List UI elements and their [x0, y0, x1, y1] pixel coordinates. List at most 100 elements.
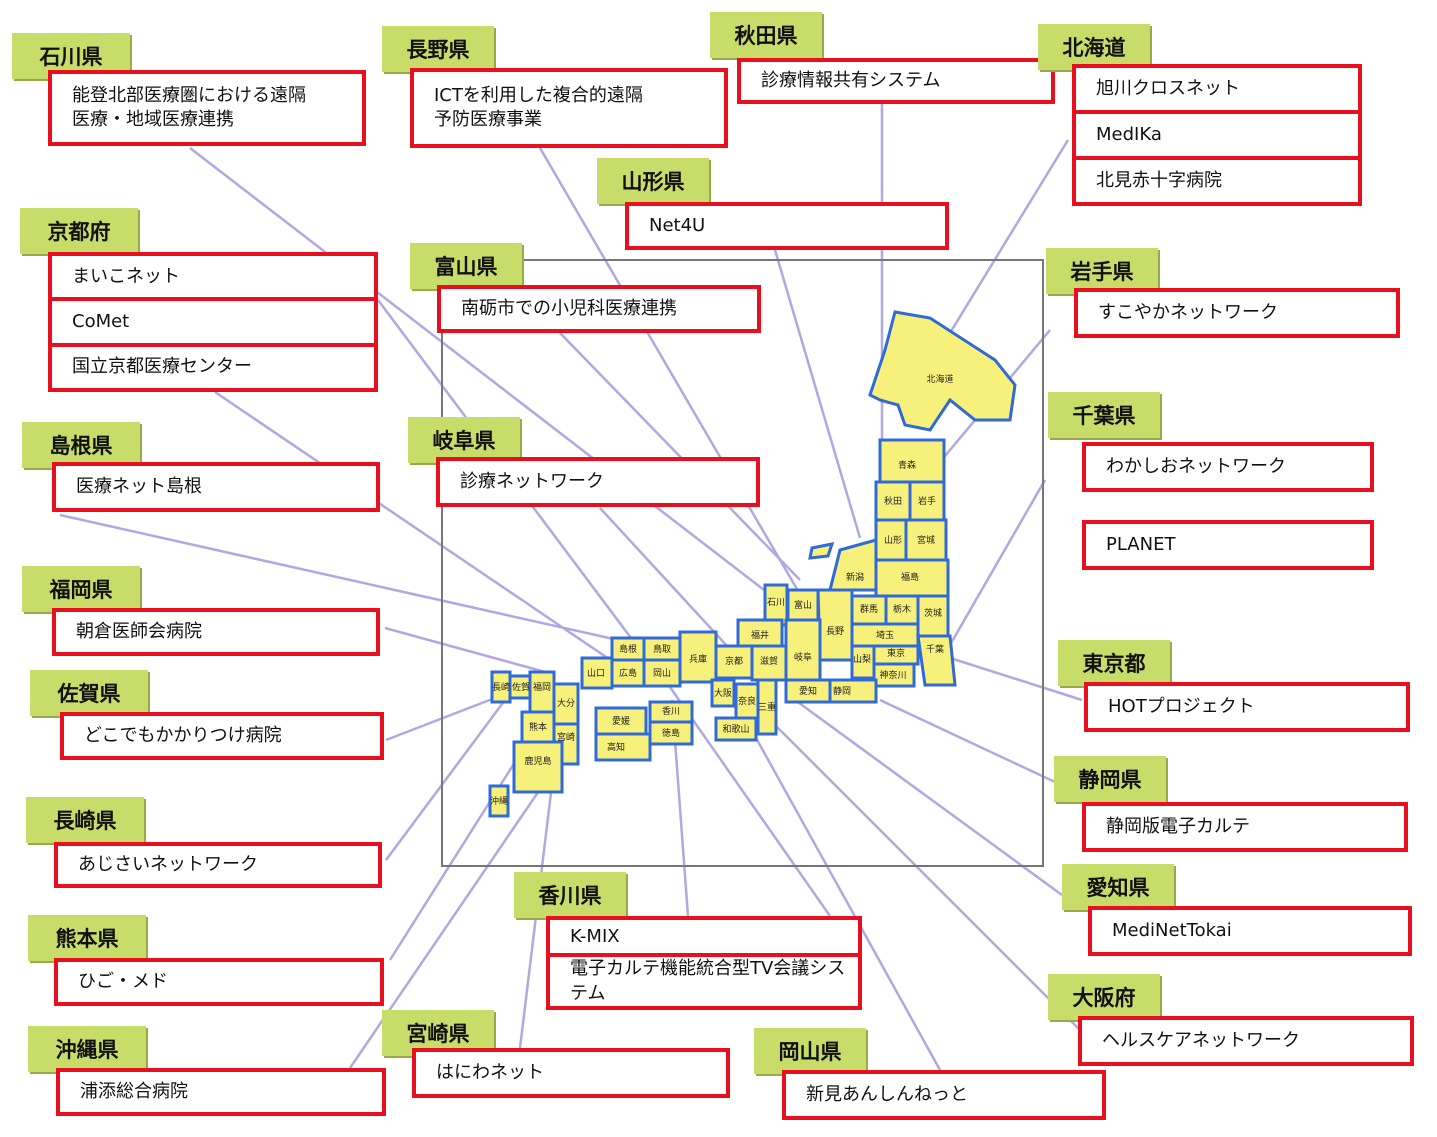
yamaguchi-shape: [580, 656, 614, 690]
region-tag-yamagata: 山形県: [597, 158, 709, 204]
leader-line: [739, 689, 1081, 1031]
project-box-saga: どこでもかかりつけ病院: [60, 712, 384, 760]
region-tag-aichi: 愛知県: [1062, 864, 1174, 910]
project-box-nagano: ICTを利用した複合的遠隔 予防医療事業: [410, 68, 728, 148]
project-box-chiba: わかしおネットワーク: [1082, 442, 1374, 492]
leader-line: [59, 513, 619, 642]
project-name: 北見赤十字病院: [1076, 156, 1358, 202]
map-label-kumamoto: 熊本: [529, 721, 547, 733]
okayama-shape: [642, 658, 682, 688]
project-box-yamagata: Net4U: [625, 202, 949, 250]
region-tag-kyoto: 京都府: [20, 208, 138, 254]
mie-shape: [756, 678, 778, 736]
map-label-miyazaki: 宮崎: [557, 731, 575, 743]
map-label-tochigi: 栃木: [893, 603, 911, 615]
project-name: MedIKa: [1076, 110, 1358, 156]
map-label-okayama: 岡山: [653, 668, 671, 679]
map-label-aichi: 愛知: [799, 685, 817, 697]
map-label-nagasaki: 長崎: [492, 681, 510, 693]
project-name: 医療ネット島根: [76, 475, 202, 497]
map-label-hyogo: 兵庫: [689, 653, 707, 665]
map-label-ishikawa: 石川: [767, 598, 785, 608]
project-box-ishikawa: 能登北部医療圏における遠隔 医療・地域医療連携: [48, 70, 366, 146]
map-label-ibaraki: 茨城: [924, 607, 942, 619]
project-box-kumamoto: ひご・メド: [54, 958, 384, 1006]
map-label-tottori: 鳥取: [653, 643, 671, 655]
project-box-iwate: すこやかネットワーク: [1074, 288, 1400, 338]
map-label-okinawa: 沖縄: [490, 795, 508, 807]
project-name: 電子カルテ機能統合型TV会議システム: [550, 953, 858, 1006]
leader-line: [794, 698, 1063, 897]
project-name: 静岡版電子カルテ: [1106, 815, 1250, 837]
osaka-shape: [710, 678, 736, 708]
project-name: どこでもかかりつけ病院: [84, 724, 282, 746]
leader-line: [384, 626, 546, 674]
project-name: MediNetTokai: [1112, 919, 1232, 941]
chiba-shape: [916, 634, 957, 687]
region-tag-fukuoka: 福岡県: [22, 566, 140, 612]
project-box-chiba: PLANET: [1082, 520, 1374, 570]
region-tag-chiba: 千葉県: [1048, 392, 1160, 438]
map-label-nagano: 長野: [826, 626, 844, 637]
sado-shape: [808, 542, 835, 560]
map-label-fukushima: 福島: [901, 571, 919, 583]
map-label-mie: 三重: [758, 701, 776, 713]
project-name: はにわネット: [436, 1061, 544, 1083]
leader-line: [948, 479, 1047, 646]
map-label-kochi: 高知: [607, 741, 625, 753]
project-box-miyazaki: はにわネット: [412, 1048, 730, 1098]
map-label-saitama: 埼玉: [876, 629, 894, 641]
region-tag-okinawa: 沖縄県: [28, 1026, 146, 1072]
map-label-aomori: 青森: [898, 459, 916, 471]
project-name: 国立京都医療センター: [52, 342, 374, 388]
nagasaki-shape: [490, 670, 512, 704]
kagoshima-shape: [512, 740, 564, 794]
project-box-gifu: 診療ネットワーク: [436, 457, 760, 507]
map-label-shimane: 島根: [619, 643, 637, 655]
map-label-tokyo: 東京: [887, 647, 905, 659]
leader-line: [559, 332, 801, 581]
map-label-saga: 佐賀: [512, 681, 530, 693]
project-name: 新見あんしんねっと: [806, 1083, 968, 1105]
project-box-toyama: 南砺市での小児科医療連携: [437, 285, 761, 333]
kochi-shape: [594, 732, 652, 762]
project-box-shizuoka: 静岡版電子カルテ: [1082, 802, 1408, 852]
tokyo-shape: [872, 644, 920, 666]
project-name: ヘルスケアネットワーク: [1102, 1029, 1300, 1051]
map-label-hokkaido: 北海道: [926, 373, 953, 385]
region-tag-tokyo: 東京都: [1058, 640, 1170, 686]
project-box-shimane: 医療ネット島根: [52, 462, 380, 512]
leader-line: [773, 249, 862, 539]
leader-line: [214, 390, 641, 682]
map-frame: [441, 259, 1044, 867]
region-tag-toyama: 富山県: [410, 243, 522, 289]
project-name: PLANET: [1106, 533, 1176, 555]
project-name: Net4U: [649, 214, 706, 236]
map-label-gunma: 群馬: [860, 603, 878, 615]
leader-line: [384, 699, 507, 861]
region-tag-saga: 佐賀県: [30, 670, 148, 716]
gifu-shape: [784, 618, 822, 682]
region-tag-nagasaki: 長崎県: [26, 797, 144, 843]
map-label-yamaguchi: 山口: [587, 668, 605, 679]
map-label-yamagata: 山形: [884, 534, 902, 546]
project-name: あじさいネットワーク: [78, 853, 258, 875]
project-box-osaka: ヘルスケアネットワーク: [1078, 1016, 1414, 1066]
project-name: K-MIX: [570, 925, 620, 947]
project-box-nagasaki: あじさいネットワーク: [54, 842, 382, 888]
project-name: まいこネット: [72, 265, 180, 287]
hokkaido-shape: [868, 310, 1017, 432]
map-label-miyagi: 宮城: [917, 534, 935, 546]
project-name: CoMet: [52, 297, 374, 342]
project-box-aichi: MediNetTokai: [1088, 906, 1412, 956]
map-label-toyama: 富山: [794, 599, 812, 611]
project-name: ひご・メド: [78, 970, 168, 992]
leader-line: [538, 147, 817, 621]
map-label-yamanashi: 山梨: [853, 653, 871, 665]
region-tag-nagano: 長野県: [382, 26, 494, 72]
leader-line: [733, 699, 942, 1071]
map-label-chiba: 千葉: [926, 643, 944, 655]
project-name: 南砺市での小児科医療連携: [461, 297, 677, 319]
